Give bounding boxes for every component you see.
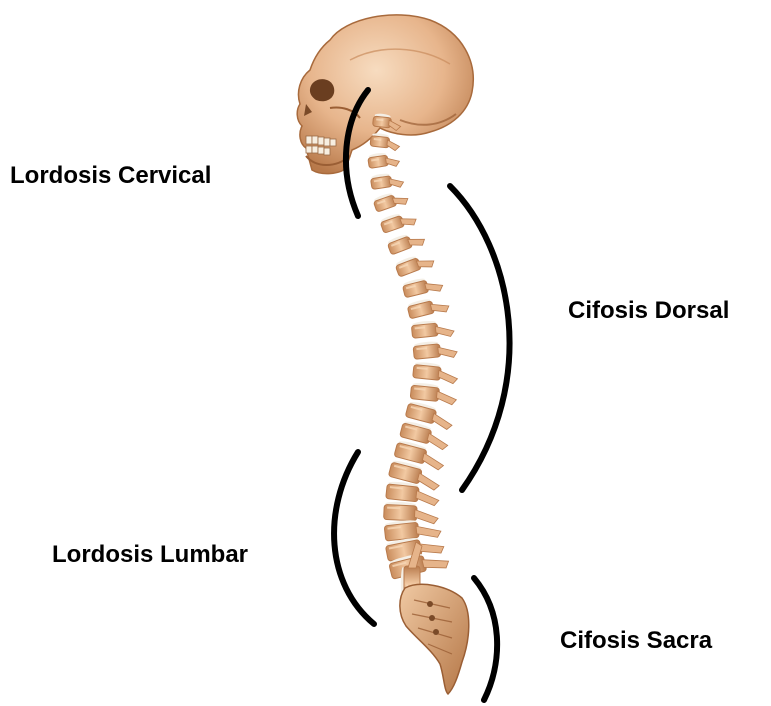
spinous-process [435, 325, 454, 338]
skull-icon [297, 15, 473, 174]
vertebra [394, 250, 435, 279]
sacra-curve-marker [474, 578, 497, 700]
spinous-process [415, 491, 439, 506]
lumbar-curve-marker [334, 452, 374, 624]
label-lordosis-lumbar: Lordosis Lumbar [52, 543, 248, 567]
vertebra [370, 133, 401, 151]
vertebra [410, 382, 458, 405]
vertebral-body [371, 176, 393, 190]
vertebral-body [405, 403, 436, 424]
spinous-process [438, 370, 458, 384]
vertebral-body [373, 195, 397, 212]
vertebral-body [368, 155, 389, 168]
vertebra [413, 339, 458, 361]
spinous-process [438, 345, 458, 358]
vertebra [402, 273, 444, 299]
label-cifosis-dorsal: Cifosis Dorsal [568, 299, 729, 323]
vertebra [367, 150, 400, 170]
label-cifosis-sacra: Cifosis Sacra [560, 629, 712, 653]
vertebral-body [370, 136, 390, 148]
vertebral-body [380, 215, 404, 233]
dorsal-curve-marker [450, 186, 510, 490]
vertebra [407, 294, 451, 321]
spinous-process [416, 473, 441, 491]
vertebral-body [411, 323, 438, 338]
spinous-process [387, 140, 401, 151]
vertebral-body [373, 116, 392, 128]
spinous-process [426, 433, 450, 450]
sacrum-icon [400, 584, 469, 694]
vertebra [379, 208, 417, 235]
vertebra [370, 171, 404, 192]
vertebral-body [400, 423, 432, 444]
spinous-process [436, 391, 457, 405]
spinous-process [431, 413, 454, 430]
spinous-process [421, 453, 445, 471]
vertebral-body [388, 462, 422, 484]
vertebra [372, 188, 409, 214]
vertebral-body [394, 442, 427, 463]
vertebra [411, 318, 454, 340]
vertebral-column [367, 113, 458, 602]
spinous-process [414, 510, 438, 524]
spinous-process [418, 539, 445, 557]
vertebra [412, 361, 458, 384]
label-lordosis-cervical: Lordosis Cervical [10, 164, 211, 188]
vertebral-body [413, 344, 441, 359]
spinous-process [416, 524, 442, 540]
vertebra [386, 228, 426, 257]
